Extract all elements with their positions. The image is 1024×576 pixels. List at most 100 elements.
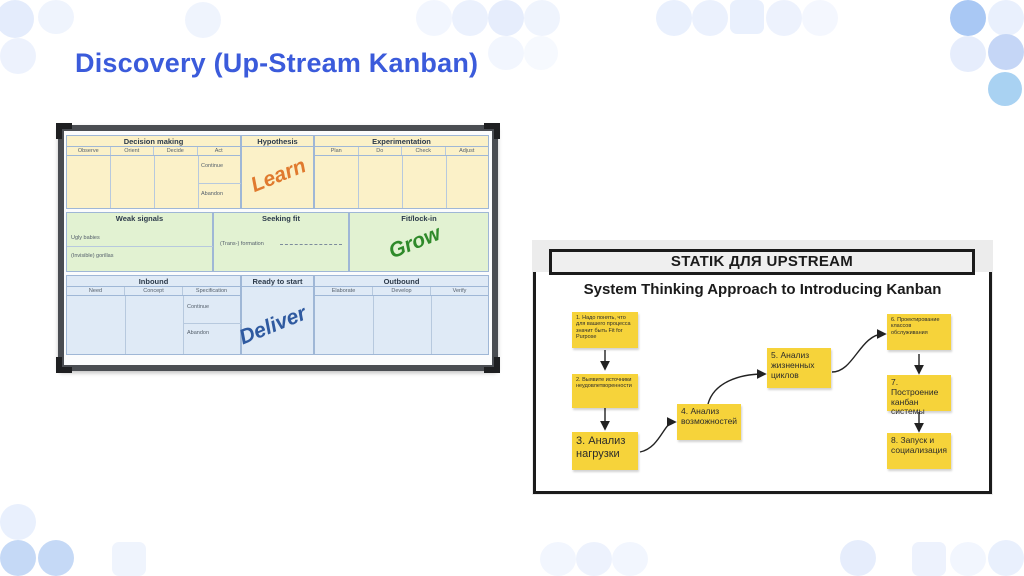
seeking-fit-item: (Trans-) formation [220, 241, 264, 247]
step-note-5: 5. Анализ жизненных циклов [767, 348, 831, 388]
step-note-6: 6. Проектирование классов обслуживания [887, 314, 951, 350]
spec-continue: Continue [187, 304, 210, 310]
zone-header: Hypothesis [242, 136, 313, 147]
zone-header: Seeking fit [262, 214, 300, 223]
zone-header: Fit/lock-in [401, 214, 437, 223]
handwriting-learn: Learn [247, 154, 310, 197]
column-divider [125, 296, 126, 354]
handwriting-deliver: Deliver [236, 301, 310, 350]
decor-circle [950, 36, 986, 72]
decor-circle [766, 0, 802, 36]
arrow-3-4 [639, 417, 677, 453]
decor-circle [0, 38, 36, 74]
step-note-8: 8. Запуск и социализация [887, 433, 951, 469]
step-note-3: 3. Анализ нагрузки [572, 432, 638, 470]
flow-arrows [600, 329, 924, 453]
column-concept: Concept [125, 287, 183, 295]
zone-hypothesis: Hypothesis Learn [241, 135, 314, 209]
column-elaborate: Elaborate [315, 287, 373, 295]
column-divider [373, 296, 374, 354]
decor-circle [656, 0, 692, 36]
decor-square [730, 0, 764, 34]
handwriting-grow: Grow [385, 221, 444, 264]
column-headers: Elaborate Develop Verify [315, 287, 488, 296]
column-divider [198, 156, 199, 208]
decor-circle [612, 542, 648, 576]
decor-circle [0, 504, 36, 540]
arrow-5-6 [831, 329, 887, 373]
step-note-7: 7. Построение канбан системы [887, 375, 951, 416]
frame-corner [484, 357, 500, 373]
zone-header: Experimentation [315, 136, 488, 147]
zone-outbound: Outbound Elaborate Develop Verify [314, 275, 489, 355]
column-divider [154, 156, 155, 208]
column-divider [183, 296, 184, 354]
decor-circle [0, 540, 36, 576]
column-divider [431, 296, 432, 354]
zone-header: Outbound [315, 276, 488, 287]
column-headers: Observe Orient Decide Act [67, 147, 240, 156]
statik-panel: STATIK ДЛЯ UPSTREAM System Thinking Appr… [532, 240, 993, 495]
spec-abandon: Abandon [187, 330, 210, 336]
zone-ready-to-start: Ready to start Deliver [236, 275, 314, 355]
decor-circle [840, 540, 876, 576]
lane-divider [67, 246, 214, 247]
decor-circle [576, 542, 612, 576]
arrow-4-5 [707, 369, 767, 405]
statik-subtitle: System Thinking Approach to Introducing … [583, 281, 942, 298]
decor-circle [692, 0, 728, 36]
column-check: Check [402, 147, 446, 155]
zone-weak-signals: Weak signals Ugly babies (Invisible) gor… [66, 212, 214, 272]
decor-circle [802, 0, 838, 36]
decor-circle [988, 0, 1024, 36]
column-act: Act [214, 148, 223, 154]
decor-circle [950, 542, 986, 576]
column-plan: Plan [315, 147, 359, 155]
column-divider [358, 156, 359, 208]
decor-circle [38, 0, 74, 34]
zone-header: Ready to start [242, 276, 313, 287]
column-divider [446, 156, 447, 208]
frame-corner [56, 123, 72, 139]
column-divider [402, 156, 403, 208]
decor-circle [185, 2, 221, 38]
decor-circle [988, 72, 1022, 106]
zone-inbound: Inbound Need Concept Specification Conti… [66, 275, 242, 355]
frame-corner [56, 357, 72, 373]
lane-divider [183, 323, 242, 324]
dashed-line [280, 244, 342, 245]
decor-circle [524, 0, 560, 36]
zone-header: Inbound [67, 276, 240, 287]
frame-corner [484, 123, 500, 139]
column-observe: Observe [67, 147, 111, 155]
column-divider [110, 156, 111, 208]
decor-circle [524, 36, 558, 70]
step-note-1: 1. Надо понять, что для вашего процесса … [572, 312, 638, 348]
step-note-2: 2. Выявите источники неудовлетворенности [572, 374, 638, 408]
column-specification: Specification [195, 288, 228, 294]
slide-title: Discovery (Up-Stream Kanban) [75, 48, 479, 78]
decor-circle [950, 0, 986, 36]
decor-circle [540, 542, 576, 576]
decor-circle [38, 540, 74, 576]
zone-fit-lock-in: Fit/lock-in Grow [349, 212, 489, 272]
decor-circle [0, 0, 34, 38]
column-headers: Plan Do Check Adjust [315, 147, 488, 156]
act-continue: Continue [201, 163, 224, 169]
zone-seeking-fit: Seeking fit (Trans-) formation [213, 212, 349, 272]
zone-decision-making: Decision making Observe Orient Decide Ac… [66, 135, 242, 209]
decor-square [912, 542, 946, 576]
decor-square [112, 542, 146, 576]
column-develop: Develop [373, 287, 431, 295]
column-adjust: Adjust [459, 148, 475, 154]
act-abandon: Abandon [201, 191, 224, 197]
weak-signal-item: (Invisible) gorillas [71, 253, 114, 259]
decor-circle [488, 0, 524, 36]
lane-divider [198, 183, 242, 184]
decor-circle [488, 36, 524, 70]
weak-signal-item: Ugly babies [71, 235, 100, 241]
decor-circle [988, 540, 1024, 576]
step-note-4: 4. Анализ возможностей [677, 404, 741, 440]
column-verify: Verify [452, 288, 467, 294]
zone-header: Decision making [67, 136, 240, 147]
